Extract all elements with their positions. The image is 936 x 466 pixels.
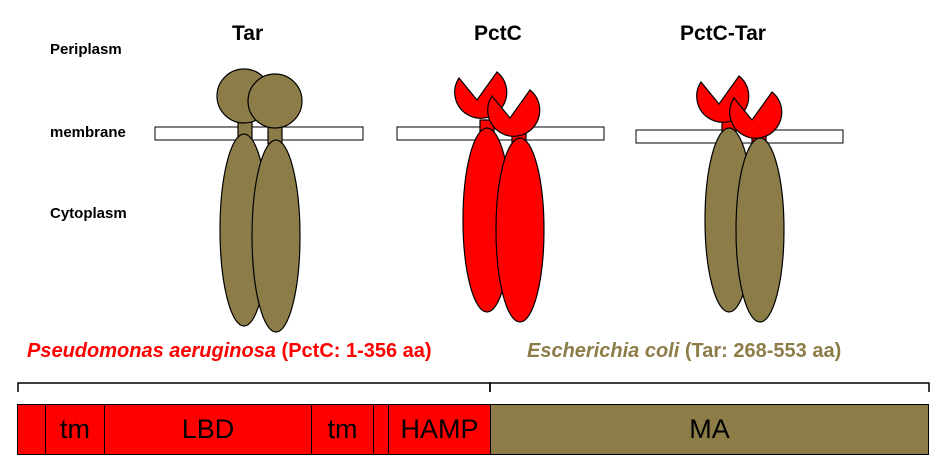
bracket-pctc xyxy=(17,382,491,392)
membrane-bar-tar xyxy=(154,126,364,141)
receptor-diagram xyxy=(17,68,930,392)
title-pctc: PctC xyxy=(474,22,522,45)
cytoplasm-label: Cytoplasm xyxy=(50,205,127,222)
species-pseudomonas: Pseudomonas aeruginosa xyxy=(27,340,276,362)
domain-segment-hamp: HAMP xyxy=(388,404,491,455)
domain-segment-ma: MA xyxy=(490,404,929,455)
pctc-receptor xyxy=(454,71,545,323)
range-pctc: (PctC: 1-356 aa) xyxy=(281,340,432,362)
domain-segment-linker xyxy=(373,404,389,455)
domain-bar: tm LBD tm HAMP MA xyxy=(17,404,929,455)
title-pctc-tar: PctC-Tar xyxy=(680,22,766,45)
periplasm-label: Periplasm xyxy=(50,41,122,58)
domain-segment-tm2: tm xyxy=(311,404,374,455)
title-tar: Tar xyxy=(232,22,264,45)
range-tar: (Tar: 268-553 aa) xyxy=(684,340,842,362)
membrane-label: membrane xyxy=(50,124,126,141)
tar-receptor xyxy=(216,68,303,333)
domain-segment-n-terminus xyxy=(17,404,46,455)
organism-label-tar: Escherichia coli (Tar: 268-553 aa) xyxy=(527,340,841,363)
domain-segment-lbd: LBD xyxy=(104,404,312,455)
pctc-tar-chimera xyxy=(696,75,785,323)
domain-segment-tm1: tm xyxy=(45,404,105,455)
organism-label-pctc: Pseudomonas aeruginosa (PctC: 1-356 aa) xyxy=(27,340,432,363)
species-ecoli: Escherichia coli xyxy=(527,340,680,362)
bracket-tar xyxy=(489,382,930,392)
